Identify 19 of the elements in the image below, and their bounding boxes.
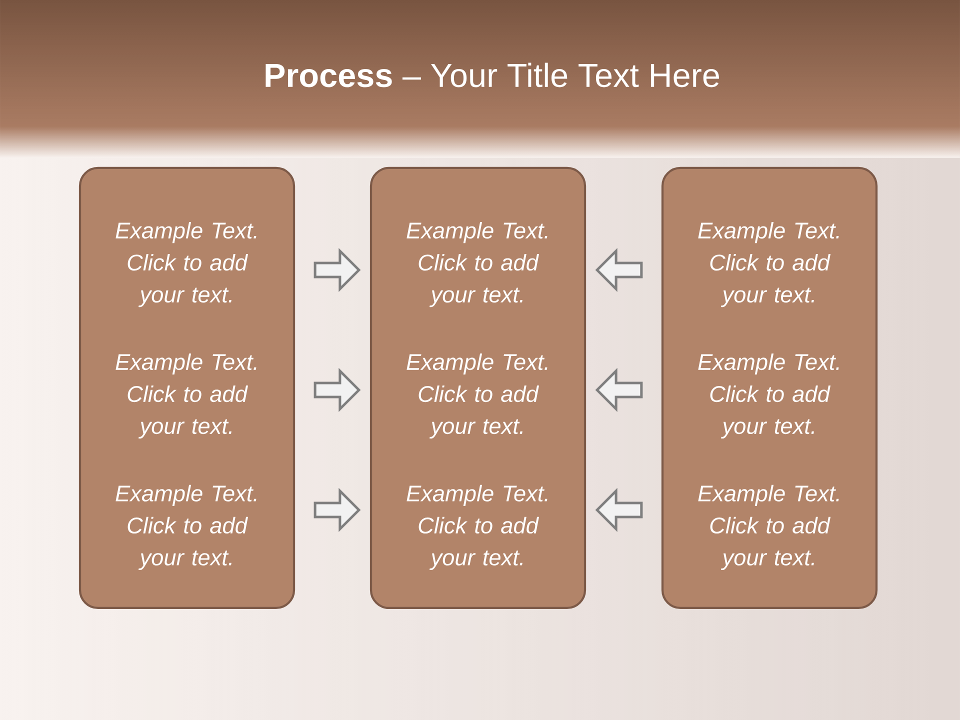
box-text: Example Text. Click to add your text.: [116, 222, 256, 308]
process-box: [370, 166, 586, 610]
box-text: Example Text. Click to add your text.: [116, 484, 256, 570]
process-box: [78, 166, 296, 610]
box-text: Example Text. Click to add your text.: [406, 484, 548, 570]
box-text: Example Text. Click to add your text.: [698, 484, 839, 570]
block-arrow: [595, 248, 643, 292]
box-text: Example Text. Click to add your text.: [406, 353, 548, 439]
box-text: Example Text. Click to add your text.: [698, 222, 839, 308]
block-arrow: [595, 488, 643, 532]
block-arrow: [314, 488, 361, 532]
box-text: Example Text. Click to add your text.: [698, 353, 839, 439]
process-box: [661, 166, 878, 610]
block-arrow: [595, 368, 643, 412]
box-text: Example Text. Click to add your text.: [116, 353, 256, 439]
block-arrow: [314, 248, 361, 292]
box-text: Example Text. Click to add your text.: [406, 222, 548, 308]
block-arrow: [314, 368, 361, 412]
slide-title: Process – Your Title Text Here: [266, 62, 719, 88]
